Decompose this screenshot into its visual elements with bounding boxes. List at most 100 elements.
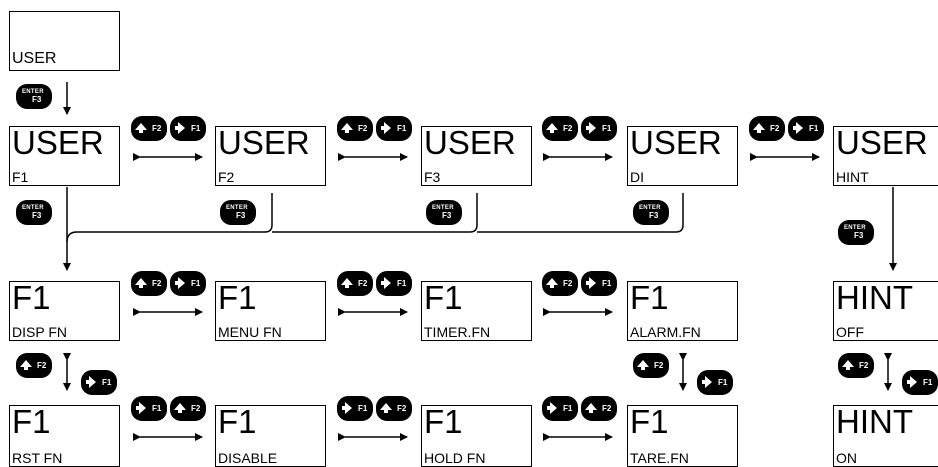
right-f1-button[interactable]: F1 bbox=[902, 370, 938, 395]
up-f2-button[interactable]: F2 bbox=[131, 271, 167, 296]
display-sub: DISP FN bbox=[12, 324, 67, 340]
arrow-right-icon bbox=[175, 277, 185, 289]
up-f2-button[interactable]: F2 bbox=[542, 116, 578, 141]
right-f1-button[interactable]: F1 bbox=[788, 116, 824, 141]
up-f2-button[interactable]: F2 bbox=[542, 271, 578, 296]
f3-label: F3 bbox=[649, 211, 659, 220]
f2-label: F2 bbox=[358, 124, 368, 133]
display-main: F1 bbox=[630, 403, 669, 440]
enter-f3-button[interactable]: ENTER F3 bbox=[16, 200, 52, 225]
f3-label: F3 bbox=[854, 231, 864, 240]
display-sub: F1 bbox=[12, 169, 29, 185]
right-f1-button[interactable]: F1 bbox=[337, 396, 373, 421]
arrow-right-icon bbox=[586, 122, 596, 134]
up-f2-button[interactable]: F2 bbox=[749, 116, 785, 141]
display-sub: F3 bbox=[424, 169, 441, 185]
up-f2-button[interactable]: F2 bbox=[376, 396, 412, 421]
enter-label: ENTER bbox=[226, 205, 248, 211]
f1-label: F1 bbox=[358, 404, 368, 413]
display-sub: ON bbox=[836, 450, 857, 466]
menu-label: USER bbox=[12, 50, 57, 67]
arrow-right-icon bbox=[702, 376, 712, 388]
f1-label: F1 bbox=[102, 378, 112, 387]
arrow-up-icon bbox=[753, 123, 765, 133]
f1-label: F1 bbox=[563, 404, 573, 413]
menu-f1-tare-fn: F1 TARE.FN bbox=[627, 403, 738, 467]
display-sub: TARE.FN bbox=[630, 450, 689, 466]
up-f2-button[interactable]: F2 bbox=[170, 396, 206, 421]
up-f2-button[interactable]: F2 bbox=[838, 353, 874, 378]
display-sub: DISABLE bbox=[218, 450, 278, 466]
right-f1-button[interactable]: F1 bbox=[581, 271, 617, 296]
right-f1-button[interactable]: F1 bbox=[376, 116, 412, 141]
display-main: F1 bbox=[12, 279, 51, 316]
arrow-up-icon bbox=[341, 278, 353, 288]
menu-f1-rst-fn: F1 RST FN bbox=[9, 403, 120, 467]
up-f2-button[interactable]: F2 bbox=[581, 396, 617, 421]
menu-hint-off: HINT OFF bbox=[833, 279, 938, 341]
enter-label: ENTER bbox=[22, 205, 44, 211]
right-f1-button[interactable]: F1 bbox=[581, 116, 617, 141]
display-main: HINT bbox=[836, 279, 913, 316]
f2-label: F2 bbox=[397, 404, 407, 413]
enter-f3-button[interactable]: ENTER F3 bbox=[633, 200, 669, 225]
display-main: USER bbox=[424, 124, 516, 161]
right-f1-button[interactable]: F1 bbox=[542, 396, 578, 421]
menu-hint-on: HINT ON bbox=[833, 403, 938, 467]
arrow-right-icon bbox=[381, 277, 391, 289]
arrow-up-icon bbox=[546, 123, 558, 133]
display-sub: ALARM.FN bbox=[630, 324, 701, 340]
f3-label: F3 bbox=[32, 211, 42, 220]
enter-f3-button[interactable]: ENTER F3 bbox=[838, 220, 874, 245]
up-f2-button[interactable]: F2 bbox=[337, 271, 373, 296]
arrow-right-icon bbox=[136, 402, 146, 414]
f2-label: F2 bbox=[859, 361, 869, 370]
display-sub: HOLD FN bbox=[424, 450, 486, 466]
f2-label: F2 bbox=[152, 124, 162, 133]
f1-label: F1 bbox=[397, 279, 407, 288]
f2-label: F2 bbox=[770, 124, 780, 133]
display-sub: DI bbox=[630, 169, 644, 185]
f1-label: F1 bbox=[923, 378, 933, 387]
up-f2-button[interactable]: F2 bbox=[337, 116, 373, 141]
display-main: USER bbox=[630, 124, 722, 161]
arrow-up-icon bbox=[174, 403, 186, 413]
arrow-up-icon bbox=[842, 360, 854, 370]
display-sub: F2 bbox=[218, 169, 235, 185]
right-f1-button[interactable]: F1 bbox=[131, 396, 167, 421]
menu-user-top: USER bbox=[9, 11, 120, 71]
f1-label: F1 bbox=[602, 124, 612, 133]
display-sub: MENU FN bbox=[218, 324, 282, 340]
right-f1-button[interactable]: F1 bbox=[81, 370, 117, 395]
display-main: F1 bbox=[424, 403, 463, 440]
vertical-double-arrows bbox=[63, 353, 892, 391]
right-f1-button[interactable]: F1 bbox=[697, 370, 733, 395]
menu-user-hint: USER HINT bbox=[833, 124, 938, 186]
menu-f1-alarm-fn: F1 ALARM.FN bbox=[627, 279, 738, 341]
menu-f1-timer-fn: F1 TIMER.FN bbox=[421, 279, 532, 341]
menu-f1-hold-fn: F1 HOLD FN bbox=[421, 403, 532, 467]
arrow-right-icon bbox=[381, 122, 391, 134]
up-f2-button[interactable]: F2 bbox=[131, 116, 167, 141]
arrow-right-icon bbox=[175, 122, 185, 134]
enter-f3-button[interactable]: ENTER F3 bbox=[220, 200, 256, 225]
f2-label: F2 bbox=[191, 404, 201, 413]
right-f1-button[interactable]: F1 bbox=[376, 271, 412, 296]
menu-user-f2: USER F2 bbox=[215, 124, 326, 186]
up-f2-button[interactable]: F2 bbox=[633, 353, 669, 378]
right-f1-button[interactable]: F1 bbox=[170, 116, 206, 141]
f2-label: F2 bbox=[37, 361, 47, 370]
up-f2-button[interactable]: F2 bbox=[16, 353, 52, 378]
f1-label: F1 bbox=[152, 404, 162, 413]
display-sub: HINT bbox=[836, 169, 869, 185]
f1-label: F1 bbox=[191, 279, 201, 288]
arrow-up-icon bbox=[135, 123, 147, 133]
enter-f3-button[interactable]: ENTER F3 bbox=[426, 200, 462, 225]
right-f1-button[interactable]: F1 bbox=[170, 271, 206, 296]
display-main: F1 bbox=[12, 403, 51, 440]
enter-f3-button[interactable]: ENTER F3 bbox=[16, 84, 52, 109]
display-main: F1 bbox=[218, 279, 257, 316]
display-main: F1 bbox=[218, 403, 257, 440]
f1-label: F1 bbox=[809, 124, 819, 133]
